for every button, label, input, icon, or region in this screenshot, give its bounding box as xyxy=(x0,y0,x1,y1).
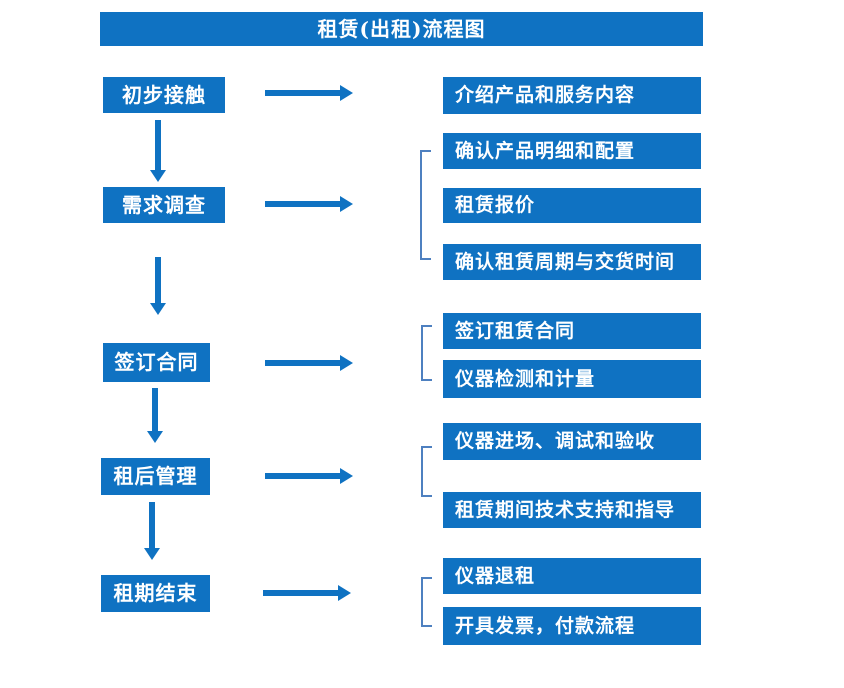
bracket-connector xyxy=(421,325,432,381)
arrow-right-icon xyxy=(265,355,353,371)
arrow-head xyxy=(340,355,353,371)
arrow-head xyxy=(340,196,353,212)
output-box-instrument-setup-acceptance: 仪器进场、调试和验收 xyxy=(443,423,701,460)
arrow-right-icon xyxy=(263,585,351,601)
arrow-shaft xyxy=(155,120,161,171)
stage-box-post-rental-management: 租后管理 xyxy=(101,458,210,495)
arrow-shaft xyxy=(263,590,339,596)
arrow-shaft xyxy=(155,257,161,304)
output-box-tech-support: 租赁期间技术支持和指导 xyxy=(443,492,701,528)
arrow-right-icon xyxy=(265,468,353,484)
flowchart-title: 租赁(出租)流程图 xyxy=(100,12,703,46)
bracket-connector xyxy=(420,150,431,260)
arrow-head xyxy=(150,170,166,182)
arrow-shaft xyxy=(265,473,341,479)
output-box-instrument-testing: 仪器检测和计量 xyxy=(443,360,701,398)
arrow-shaft xyxy=(265,360,341,366)
arrow-right-icon xyxy=(265,196,353,212)
stage-box-demand-survey: 需求调查 xyxy=(103,187,225,223)
arrow-head xyxy=(150,303,166,315)
arrow-down-icon xyxy=(150,257,166,315)
output-box-confirm-period-delivery: 确认租赁周期与交货时间 xyxy=(443,244,701,280)
arrow-head xyxy=(338,585,351,601)
stage-box-initial-contact: 初步接触 xyxy=(103,77,225,113)
output-box-invoice-payment: 开具发票，付款流程 xyxy=(443,607,701,645)
arrow-down-icon xyxy=(150,120,166,182)
bracket-connector xyxy=(421,577,432,627)
output-box-sign-rental-contract: 签订租赁合同 xyxy=(443,313,701,349)
arrow-shaft xyxy=(149,502,155,549)
arrow-right-icon xyxy=(265,85,353,101)
arrow-shaft xyxy=(152,388,158,432)
arrow-head xyxy=(340,468,353,484)
arrow-head xyxy=(144,548,160,560)
arrow-shaft xyxy=(265,90,341,96)
output-box-confirm-details-config: 确认产品明细和配置 xyxy=(443,133,701,169)
output-box-rental-quote: 租赁报价 xyxy=(443,188,701,223)
arrow-down-icon xyxy=(147,388,163,443)
arrow-head xyxy=(340,85,353,101)
output-box-instrument-return: 仪器退租 xyxy=(443,558,701,594)
arrow-down-icon xyxy=(144,502,160,560)
arrow-head xyxy=(147,431,163,443)
output-box-introduce-products: 介绍产品和服务内容 xyxy=(443,77,701,114)
stage-box-lease-end: 租期结束 xyxy=(101,575,210,612)
stage-box-sign-contract: 签订合同 xyxy=(103,343,210,382)
arrow-shaft xyxy=(265,201,341,207)
bracket-connector xyxy=(421,446,432,497)
